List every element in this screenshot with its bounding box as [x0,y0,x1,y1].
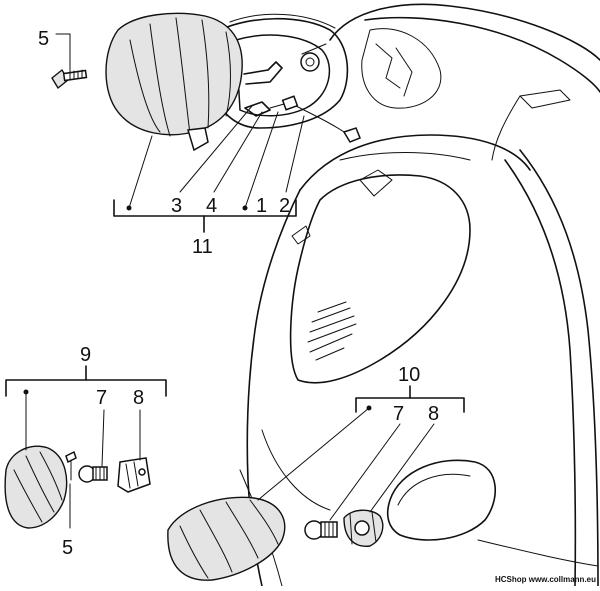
bulb-right-icon [304,520,338,540]
callout-8-left: 8 [133,387,144,409]
shop-credit: HCShop www.collmann.eu [495,575,596,584]
front-turn-signal-parts [167,496,384,581]
left-turn-signal-parts [4,445,151,529]
callout-7-left: 7 [96,387,107,409]
callout-5-bottom: 5 [62,537,73,559]
callout-5-top: 5 [38,28,49,50]
socket-left-icon [117,457,151,493]
callout-4: 4 [206,195,217,217]
callout-8-right: 8 [428,403,439,425]
callout-10: 10 [398,364,420,386]
socket-right-icon [343,509,384,547]
callout-11: 11 [192,236,213,258]
callout-1: 1 [256,195,267,217]
callout-7-right: 7 [393,403,404,425]
callout-2: 2 [279,195,290,217]
leader-lines [5,33,465,529]
callout-9: 9 [80,344,91,366]
bulb-left-icon [78,465,108,483]
scooter-body [239,3,600,587]
callout-3: 3 [171,195,182,217]
screw-top-icon [51,68,88,90]
headlight-assembly [51,12,361,152]
callout-labels: 5 3 4 1 2 11 9 7 8 5 10 7 8 [38,28,439,559]
horn-grille [307,301,357,361]
